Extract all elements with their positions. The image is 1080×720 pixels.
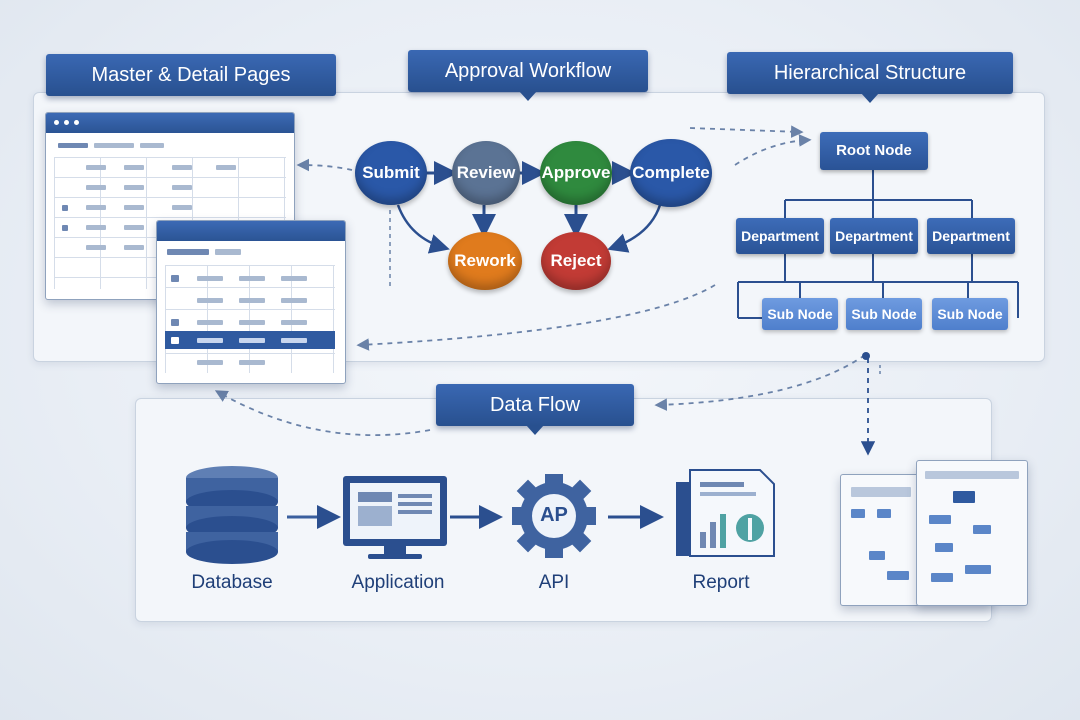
application-icon bbox=[343, 476, 447, 559]
api-badge-text: AP bbox=[540, 504, 568, 526]
node-rework-label: Rework bbox=[454, 251, 516, 270]
tree-department-label: Department bbox=[932, 228, 1010, 244]
tree-department-label: Department bbox=[741, 228, 819, 244]
report-icon bbox=[676, 469, 775, 557]
banner-hierarchical-structure: Hierarchical Structure bbox=[727, 52, 1013, 103]
banner-dataflow-label: Data Flow bbox=[489, 394, 581, 416]
tree-department-2[interactable]: Department bbox=[830, 218, 918, 254]
tree-subnode-1[interactable]: Sub Node bbox=[762, 298, 838, 330]
node-reject[interactable]: Reject bbox=[541, 232, 611, 290]
banner-approval-label: Approval Workflow bbox=[444, 60, 612, 82]
tree-subnode-label: Sub Node bbox=[767, 306, 833, 322]
node-rework[interactable]: Rework bbox=[448, 232, 522, 290]
tree-subnode-3[interactable]: Sub Node bbox=[932, 298, 1008, 330]
tree-subnode-label: Sub Node bbox=[851, 306, 917, 322]
detail-window-titlebar bbox=[157, 221, 345, 241]
database-icon bbox=[186, 466, 278, 564]
banner-data-flow: Data Flow bbox=[436, 384, 634, 435]
banner-master-detail: Master & Detail Pages bbox=[46, 54, 336, 96]
node-approve-label: Approve bbox=[541, 163, 611, 182]
node-complete[interactable]: Complete bbox=[630, 139, 712, 207]
arrow-submit-rework bbox=[396, 204, 450, 254]
node-review-label: Review bbox=[456, 163, 516, 182]
banner-approval-workflow: Approval Workflow bbox=[408, 50, 648, 101]
master-window-titlebar bbox=[46, 113, 294, 133]
tree-subnode-2[interactable]: Sub Node bbox=[846, 298, 922, 330]
node-submit[interactable]: Submit bbox=[355, 141, 427, 205]
tree-department-3[interactable]: Department bbox=[927, 218, 1015, 254]
tree-department-1[interactable]: Department bbox=[736, 218, 824, 254]
tree-department-label: Department bbox=[835, 228, 913, 244]
detail-window bbox=[156, 220, 346, 384]
banner-master-detail-label: Master & Detail Pages bbox=[91, 64, 291, 86]
tree-subnode-label: Sub Node bbox=[937, 306, 1003, 322]
label-application: Application bbox=[351, 572, 445, 593]
node-reject-label: Reject bbox=[550, 251, 602, 270]
arrow-complete-reject bbox=[607, 204, 662, 253]
tree-root-node[interactable]: Root Node bbox=[820, 132, 928, 170]
node-review[interactable]: Review bbox=[452, 141, 520, 205]
label-report: Report bbox=[692, 572, 750, 593]
api-badge: AP bbox=[533, 504, 575, 527]
label-api: API bbox=[538, 572, 570, 593]
mini-diagram-front bbox=[916, 460, 1028, 606]
label-database: Database bbox=[191, 572, 273, 593]
banner-hierarchy-label: Hierarchical Structure bbox=[773, 62, 967, 84]
tree-root-label: Root Node bbox=[836, 142, 912, 159]
node-complete-label: Complete bbox=[632, 163, 710, 182]
node-submit-label: Submit bbox=[362, 163, 420, 182]
api-gear-icon bbox=[512, 474, 596, 558]
detail-grid bbox=[165, 265, 335, 373]
node-approve[interactable]: Approve bbox=[540, 141, 612, 205]
